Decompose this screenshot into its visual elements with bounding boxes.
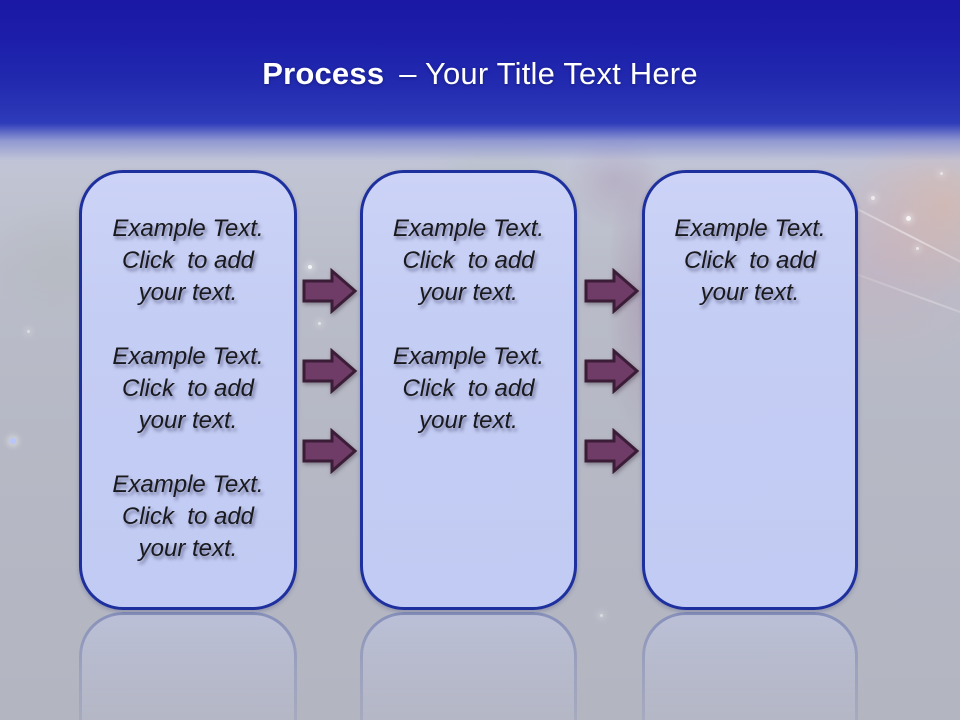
star-dot	[318, 322, 321, 325]
title-keyword: Process	[262, 56, 385, 91]
star-dot	[27, 330, 30, 333]
star-dot	[600, 614, 603, 617]
arrow-right-icon	[302, 268, 358, 314]
slide-title: Process – Your Title Text Here	[0, 52, 960, 96]
arrow-right-icon	[584, 348, 640, 394]
arrow-right-icon	[584, 428, 640, 474]
placeholder-text: Example Text. Click to add your text.	[112, 343, 264, 434]
placeholder-text: Example Text. Click to add your text.	[674, 215, 826, 306]
box-2-reflection	[360, 612, 577, 720]
star-dot	[10, 438, 16, 444]
arrow-right-icon	[584, 268, 640, 314]
placeholder-text: Example Text. Click to add your text.	[112, 471, 264, 562]
placeholder-text: Example Text. Click to add your text.	[392, 215, 545, 306]
process-box-2: Example Text. Click to add your text. Ex…	[360, 170, 577, 610]
arrow-right-icon	[302, 348, 358, 394]
box-3-reflection	[642, 612, 858, 720]
process-box-1: Example Text. Click to add your text. Ex…	[79, 170, 297, 610]
box-1-reflection	[79, 612, 297, 720]
title-subtitle: – Your Title Text Here	[399, 56, 698, 91]
process-box-3: Example Text. Click to add your text.	[642, 170, 858, 610]
arrow-right-icon	[302, 428, 358, 474]
star-dot	[871, 196, 875, 200]
star-dot	[308, 265, 312, 269]
star-dot	[916, 247, 919, 250]
star-dot	[906, 216, 911, 221]
placeholder-text: Example Text. Click to add your text.	[392, 343, 545, 434]
title-bar: Process – Your Title Text Here	[0, 0, 960, 176]
placeholder-text: Example Text. Click to add your text.	[112, 215, 264, 306]
